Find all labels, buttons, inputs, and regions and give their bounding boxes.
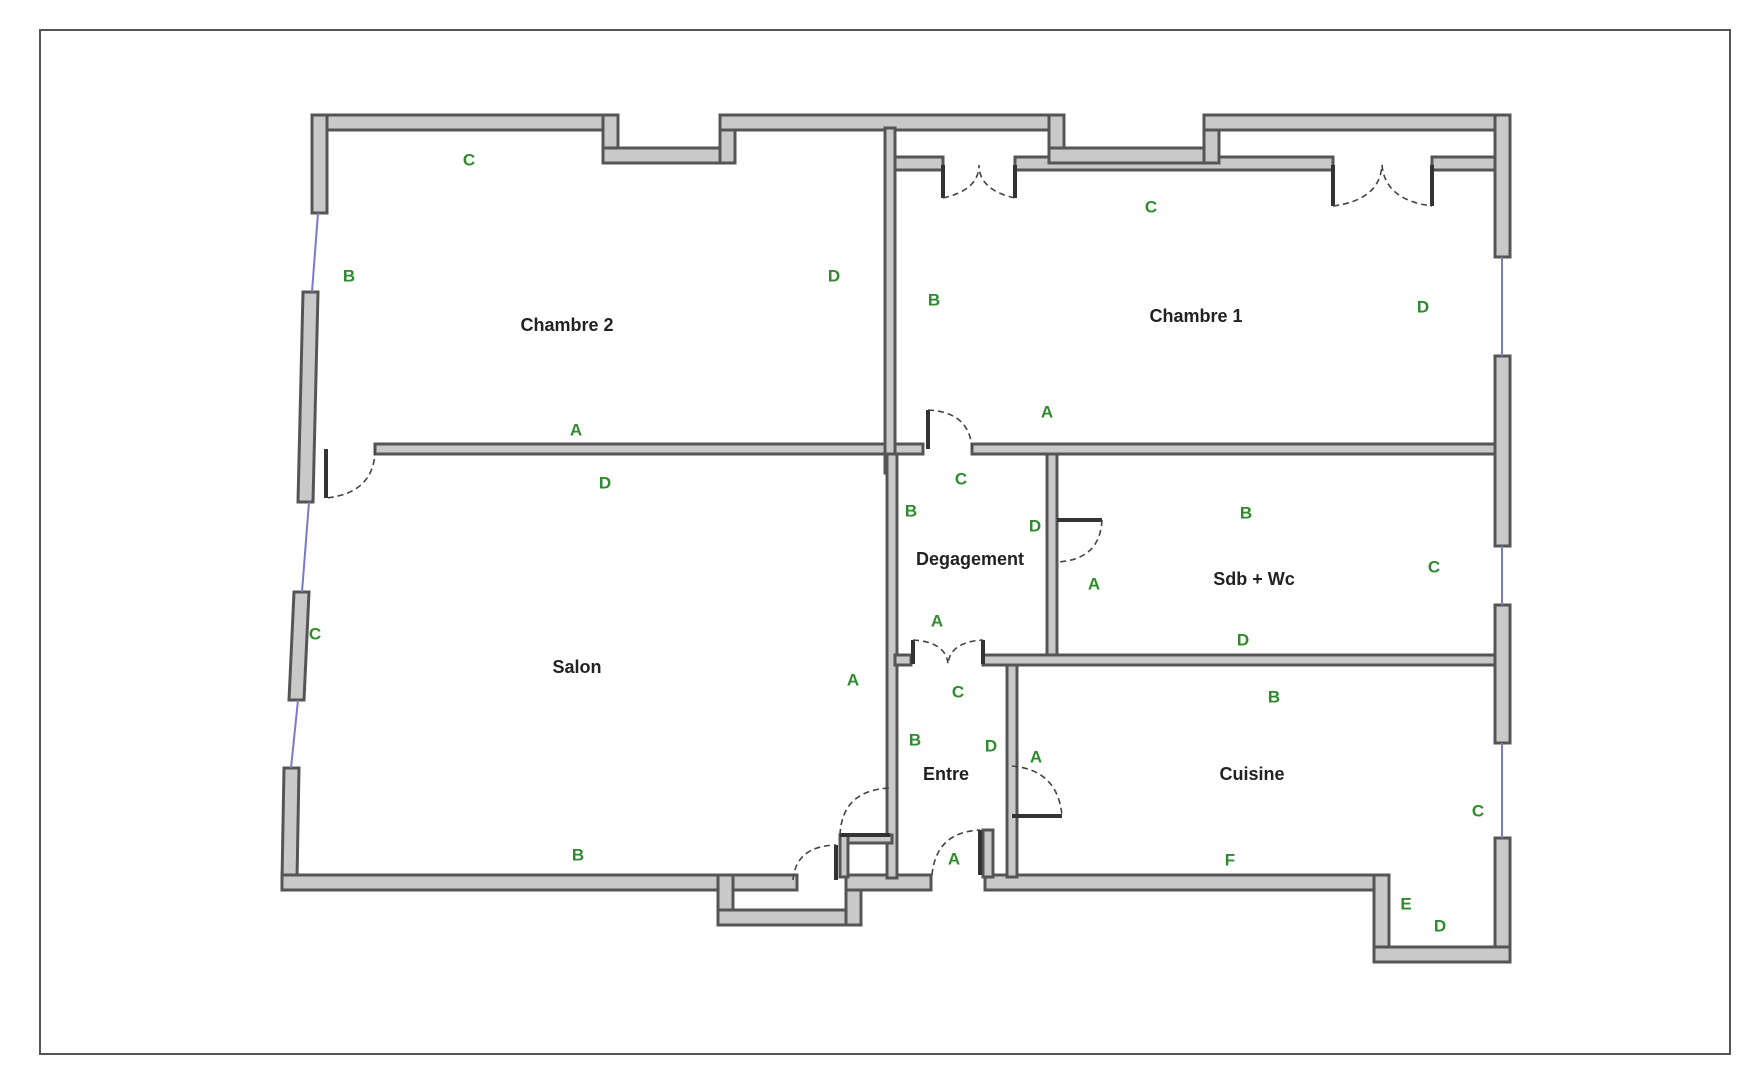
wall-salon-stub-bottom — [838, 833, 850, 879]
wall-top-ch1-left — [893, 155, 945, 172]
windows — [290, 212, 1503, 838]
room-label-chambre1: Chambre 1 — [1149, 306, 1242, 326]
wall-top-left — [310, 113, 620, 132]
wall-label-cuisine-a: A — [1030, 747, 1042, 766]
wall-salon-ch2 — [373, 442, 889, 456]
wall-left-seg3 — [280, 766, 301, 882]
wall-label-degagement-b: B — [905, 501, 917, 520]
room-label-chambre2: Chambre 2 — [520, 315, 613, 335]
wall-label-chambre2-d: D — [828, 266, 840, 285]
wall-label-entre-d: D — [985, 736, 997, 755]
window-ch2 — [311, 212, 319, 293]
wall-right-seg3 — [1493, 603, 1512, 745]
wall-left-seg2 — [287, 590, 311, 702]
wall-left-top — [310, 113, 329, 215]
wall-label-degagement-c: C — [955, 469, 967, 488]
wall-bottom-notch — [1372, 945, 1512, 964]
wall-label-sdb-c: C — [1428, 557, 1440, 576]
room-label-entre: Entre — [923, 764, 969, 784]
wall-ch1-bottom-left — [893, 442, 925, 456]
door-sdb-arc — [1056, 519, 1103, 563]
wall-label-salon-a: A — [847, 670, 859, 689]
wall-label-chambre1-b: B — [928, 290, 940, 309]
wall-label-chambre1-a: A — [1041, 402, 1053, 421]
wall-bottom-balcony — [716, 908, 863, 927]
wall-label-cuisine-c: C — [1472, 801, 1484, 820]
door-ch1-top1-arc — [942, 164, 1016, 199]
wall-top-shallow-bump — [1047, 146, 1221, 165]
wall-top-right — [1202, 113, 1512, 132]
room-label-salon: Salon — [552, 657, 601, 677]
wall-label-chambre1-c: C — [1145, 197, 1157, 216]
wall-vertical-center-top — [883, 126, 897, 475]
wall-right-seg2 — [1493, 354, 1512, 548]
wall-bottom-salon — [280, 873, 799, 892]
wall-top-ch1-right — [1430, 155, 1498, 172]
wall-label-degagement-a: A — [931, 611, 943, 630]
wall-left-seg1 — [296, 290, 320, 504]
wall-deg-bottom-right — [981, 653, 1497, 667]
wall-bottom-cuisine — [983, 873, 1391, 892]
door-ch1-top2-arc — [1332, 164, 1433, 207]
room-label-degagement: Degagement — [916, 549, 1024, 569]
wall-label-entre-c: C — [952, 682, 964, 701]
wall-label-sdb-d: D — [1237, 630, 1249, 649]
wall-right-seg4 — [1493, 836, 1512, 964]
wall-label-cuisine-e: E — [1400, 894, 1411, 913]
wall-label-chambre2-b: B — [343, 266, 355, 285]
wall-label-degagement-d: D — [1029, 516, 1041, 535]
door-ch1-arc — [927, 409, 973, 450]
wall-deg-bottom — [893, 653, 913, 667]
wall-label-chambre2-c: C — [463, 150, 475, 169]
wall-entre-cuisine — [1005, 663, 1019, 879]
door-entrance-arc — [931, 829, 981, 876]
room-labels: Chambre 2 Chambre 1 Salon Degagement Sdb… — [520, 306, 1294, 784]
wall-deg-sdb — [1045, 452, 1059, 666]
wall-label-entre-a: A — [948, 849, 960, 868]
wall-label-chambre1-d: D — [1417, 297, 1429, 316]
door-balcony-arc — [792, 844, 837, 881]
wall-label-sdb-a: A — [1088, 574, 1100, 593]
room-label-sdb: Sdb + Wc — [1213, 569, 1295, 589]
walls — [280, 113, 1512, 964]
wall-label-entre-b: B — [909, 730, 921, 749]
wall-label-chambre2-a: A — [570, 420, 582, 439]
wall-entre-stub — [981, 828, 995, 879]
room-label-cuisine: Cuisine — [1219, 764, 1284, 784]
wall-letter-labels: C B D A C B D A D C A B C B D A B A C D … — [309, 150, 1484, 935]
wall-label-salon-b: B — [572, 845, 584, 864]
wall-label-sdb-b: B — [1240, 503, 1252, 522]
wall-top-bump1-bottom — [601, 146, 737, 165]
wall-label-salon-d: D — [599, 473, 611, 492]
doors — [324, 164, 1434, 881]
window-salon-lower — [290, 699, 299, 769]
wall-right-upper — [1493, 113, 1512, 259]
wall-label-cuisine-b: B — [1268, 687, 1280, 706]
wall-label-cuisine-f: F — [1225, 850, 1235, 869]
window-salon-upper — [301, 501, 310, 593]
wall-label-cuisine-d: D — [1434, 916, 1446, 935]
wall-label-salon-c: C — [309, 624, 321, 643]
